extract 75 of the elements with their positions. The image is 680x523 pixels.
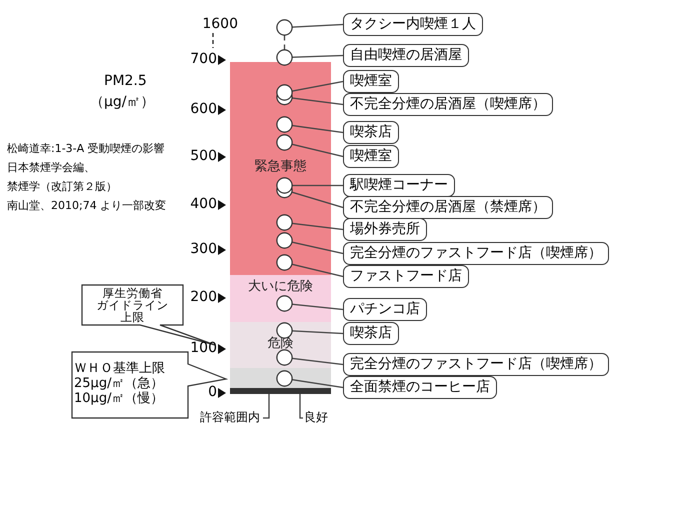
leader-line	[299, 394, 303, 419]
place-box: 不完全分煙の居酒屋（禁煙席）	[343, 196, 553, 219]
connector-line	[292, 330, 344, 334]
dashed-line	[284, 36, 286, 50]
axis-value: 600	[190, 101, 217, 117]
axis-value: 200	[190, 289, 217, 305]
axis-value: 100	[190, 340, 217, 356]
stacked-circles	[276, 177, 293, 199]
connector-line	[292, 144, 344, 158]
marker-circle	[276, 214, 293, 231]
scale-band	[230, 62, 331, 275]
axis-value: 400	[190, 196, 217, 212]
callout-text: 上限	[120, 311, 144, 323]
place-box: ファストフード店	[343, 265, 469, 288]
connector-line	[292, 379, 344, 388]
connector-line	[292, 124, 344, 134]
range-label: 許容範囲内	[200, 409, 262, 427]
connector-line	[292, 264, 344, 278]
place-box: 不完全分煙の居酒屋（喫煙席）	[343, 93, 553, 116]
place-box: 全面禁煙のコーヒー店	[343, 376, 497, 399]
scale-bar	[230, 388, 331, 394]
axis-value: 300	[190, 241, 217, 257]
place-box: 場外券売所	[343, 218, 427, 241]
axis-value: 500	[190, 148, 217, 164]
unit-label: （μg/㎡）	[90, 93, 155, 111]
place-box: 喫茶店	[343, 121, 399, 144]
connector-line	[292, 242, 344, 254]
marker-circle	[276, 370, 293, 387]
connector-line	[292, 304, 344, 310]
marker-circle	[276, 254, 293, 271]
band-label: 緊急事態	[254, 158, 308, 175]
marker-circle	[276, 349, 293, 366]
marker-circle	[276, 19, 293, 36]
place-box: パチンコ店	[343, 298, 427, 321]
place-box: 駅喫煙コーナー	[343, 174, 455, 197]
axis-value: 0	[208, 384, 217, 400]
callout-text: 10μg/㎡（慢）	[74, 391, 164, 406]
callout-text: 厚生労働省	[102, 287, 162, 299]
connector-line	[292, 24, 344, 28]
callout-text: 25μg/㎡（急）	[74, 376, 164, 391]
place-box: 完全分煙のファストフード店（喫煙席）	[343, 353, 609, 376]
stacked-circles	[276, 84, 293, 106]
place-box: 自由喫煙の居酒屋	[343, 44, 469, 67]
scale-band	[230, 322, 331, 368]
marker-circle	[276, 116, 293, 133]
marker-circle	[276, 232, 293, 249]
marker-circle	[276, 295, 293, 312]
scale-band	[230, 275, 331, 322]
source-note: 禁煙学（改訂第２版）	[7, 179, 117, 194]
source-note: 松崎道幸:1-3-A 受動喫煙の影響	[7, 141, 165, 156]
marker-circle	[276, 49, 293, 66]
place-box: 喫煙室	[343, 70, 399, 93]
range-label: 良好	[304, 409, 334, 427]
place-box: 完全分煙のファストフード店（喫煙席）	[343, 242, 609, 265]
source-note: 日本禁煙学会編、	[7, 160, 95, 175]
axis-value: 700	[190, 51, 217, 67]
connector-line	[292, 358, 344, 366]
callout-text: ガイドライン	[96, 299, 168, 311]
axis-value: 1600	[202, 16, 238, 32]
connector-line	[292, 54, 344, 58]
connector-line	[292, 192, 344, 208]
marker-circle	[276, 134, 293, 151]
connector-line	[292, 97, 344, 106]
place-box: 喫煙室	[343, 145, 399, 168]
place-box: タクシー内喫煙１人	[343, 13, 483, 36]
leader-line	[263, 394, 270, 419]
scale-bar	[230, 368, 331, 388]
callout-text: ＷＨＯ基準上限	[74, 361, 165, 376]
connector-line	[292, 184, 343, 186]
band-label: 大いに危険	[247, 278, 314, 295]
place-box: 喫茶店	[343, 322, 399, 345]
source-note: 南山堂、2010;74 より一部改変	[7, 198, 166, 213]
unit-label: PM2.5	[104, 73, 147, 89]
connector-line	[292, 80, 344, 92]
connector-line	[292, 222, 344, 230]
